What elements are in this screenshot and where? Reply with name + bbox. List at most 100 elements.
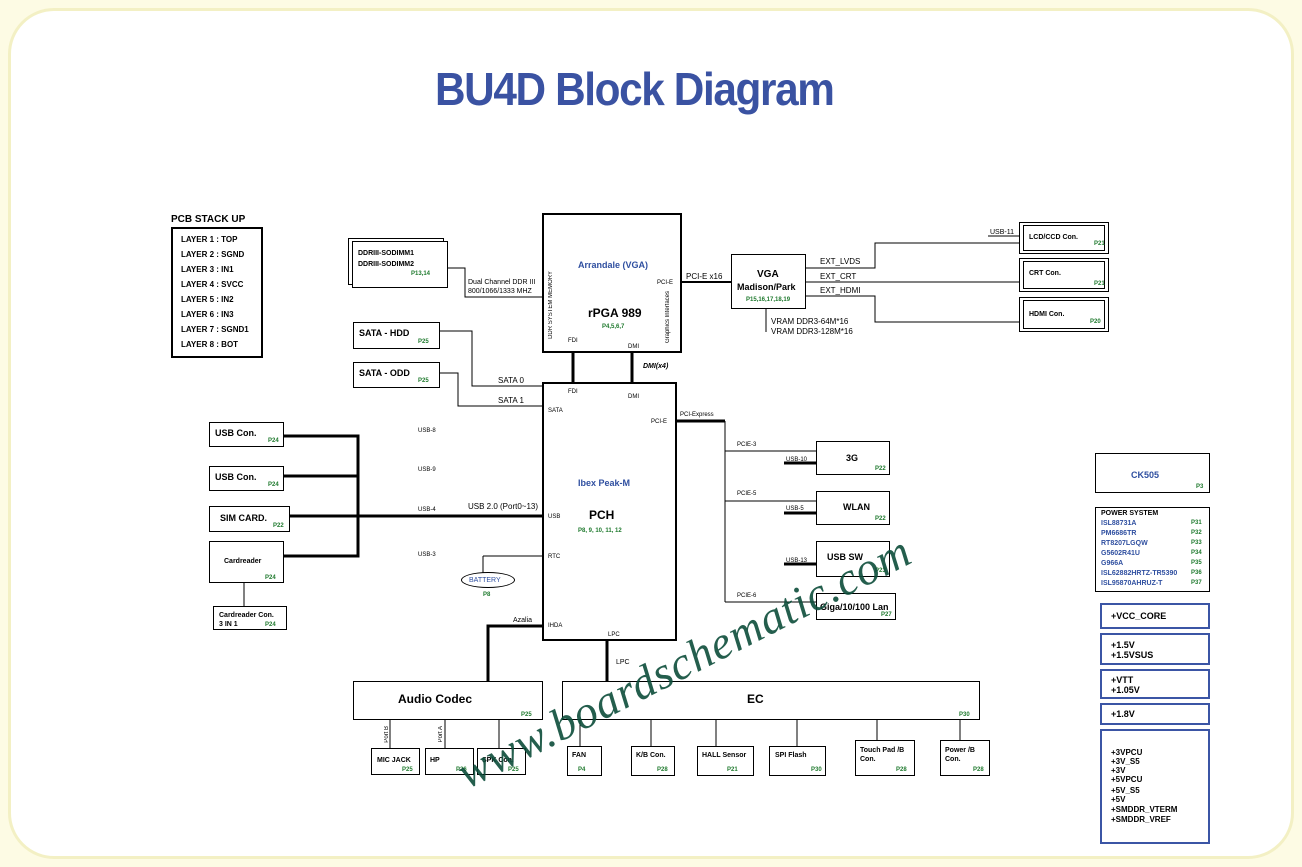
cardreader-box: Cardreader P24: [209, 541, 284, 583]
page-ref: P21: [1094, 281, 1105, 287]
power-chip: G5602R41U: [1101, 550, 1140, 557]
power-system-heading: POWER SYSTEM: [1101, 510, 1159, 517]
page-ref: P25: [521, 712, 532, 718]
crt-label: CRT Con.: [1029, 270, 1061, 277]
pcie-x16-label: PCI-E x16: [686, 272, 723, 281]
pch-sata-pin: SATA: [548, 408, 563, 414]
3g-label: 3G: [846, 453, 859, 463]
rail-label: +3V: [1111, 766, 1126, 775]
cpu-name: Arrandale (VGA): [578, 260, 649, 270]
pch-name: Ibex Peak-M: [578, 478, 631, 488]
layer-item: LAYER 6 : IN3: [181, 310, 234, 319]
page-ref: P25: [418, 339, 429, 345]
kb-con-label: K/B Con.: [636, 752, 666, 759]
page-ref: P37: [1191, 580, 1202, 586]
rail-label: +SMDDR_VREF: [1111, 815, 1171, 824]
pch-pcie-pin: PCI-E: [651, 419, 668, 425]
page-ref: P8: [483, 592, 491, 598]
usb-con-1-label: USB Con.: [215, 428, 257, 438]
ext-hdmi-label: EXT_HDMI: [820, 286, 861, 295]
usb-con-2: USB Con. P24: [209, 466, 284, 491]
page-ref: P21: [727, 767, 738, 773]
layer-item: LAYER 5 : IN2: [181, 295, 234, 304]
spi-flash-box: SPI Flash P30: [769, 746, 826, 776]
sata0-line: [440, 330, 542, 387]
vga-chip: Madison/Park: [737, 282, 796, 292]
pch-label: PCH: [589, 508, 615, 522]
usb4-label: USB-4: [418, 507, 436, 513]
page-ref: P24: [268, 482, 279, 488]
port-a-label: Port A: [438, 726, 444, 743]
ec-label: EC: [747, 692, 764, 706]
spk-con-label: SPK Con.: [482, 757, 514, 764]
mic-jack-label: MIC JACK: [377, 757, 411, 764]
sata1-line: [440, 372, 542, 407]
rail-1v8: +1.8V: [1100, 703, 1210, 725]
lpc-bus-label: LPC: [616, 659, 630, 666]
page-ref: P35: [1191, 560, 1202, 566]
usb8-label: USB-8: [418, 428, 436, 434]
page-ref: P32: [1191, 530, 1202, 536]
page-ref: P28: [896, 767, 907, 773]
usb-con-1: USB Con. P24: [209, 422, 284, 447]
page-ref: P8, 9, 10, 11, 12: [578, 528, 622, 534]
ddr-bus-label: Dual Channel DDR III: [468, 279, 536, 286]
layer-item: LAYER 8 : BOT: [181, 340, 239, 349]
cardreader-con-type: 3 IN 1: [219, 621, 238, 628]
battery-label: BATTERY: [469, 577, 501, 584]
cardreader-con-box: Cardreader Con. 3 IN 1 P24: [213, 606, 287, 630]
sim-card-label: SIM CARD.: [220, 513, 267, 523]
power-chip: RT8207LGQW: [1101, 540, 1148, 547]
power-chip: G966A: [1101, 560, 1124, 567]
page-ref: P28: [973, 767, 984, 773]
azalia-label: Azalia: [513, 617, 533, 624]
power-board-box: Power /B Con. P28: [940, 740, 990, 776]
power-chip: ISL62882HRTZ-TR5390: [1101, 570, 1178, 577]
vram-label-2: VRAM DDR3-128M*16: [771, 327, 853, 336]
power-chip: ISL95870AHRUZ-T: [1101, 580, 1163, 587]
rail-label: +1.8V: [1111, 709, 1135, 719]
rail-label: +1.05V: [1111, 685, 1140, 695]
layer-item: LAYER 2 : SGND: [181, 250, 245, 259]
pch-usb-pin: USB: [548, 514, 561, 520]
page-ref: P3: [1196, 484, 1204, 490]
pch-fdi-pin: FDI: [568, 389, 578, 395]
pci-express-label: PCI-Express: [680, 412, 714, 418]
ext-crt-label: EXT_CRT: [820, 272, 857, 281]
usb3-label: USB-3: [418, 552, 436, 558]
pcie5-label: PCIE-5: [737, 491, 757, 497]
pcie3-label: PCIE-3: [737, 442, 757, 448]
rail-list: +3VPCU +3V_S5 +3V +5VPCU +5V_S5 +5V +SMD…: [1100, 729, 1210, 844]
usb5-label: USB-5: [786, 506, 804, 512]
rail-label: +5VPCU: [1111, 775, 1143, 784]
page-ref: P22: [875, 466, 886, 472]
cpu-pcie-pin: PCI-E: [657, 280, 674, 286]
usb-bus-trunk: [284, 434, 360, 558]
page-ref: P4: [578, 767, 586, 773]
page-ref: P30: [959, 712, 970, 718]
usb13-label: USB-13: [786, 558, 808, 564]
cpu-gfx-pin: Graphics Interfaces: [665, 291, 671, 344]
vga-block: VGA Madison/Park P15,16,17,18,19: [731, 254, 806, 309]
usb9-label: USB-9: [418, 467, 436, 473]
spi-flash-label: SPI Flash: [775, 752, 807, 759]
spk-con-box: SPK Con. P25: [477, 748, 526, 775]
mic-jack-box: MIC JACK P25: [371, 748, 420, 775]
cardreader-label: Cardreader: [224, 558, 262, 565]
lcd-label: LCD/CCD Con.: [1029, 234, 1078, 241]
page-title: BU4D Block Diagram: [435, 63, 835, 115]
page-ref: P24: [268, 438, 279, 444]
rail-label: +3VPCU: [1111, 748, 1143, 757]
sata1-label: SATA 1: [498, 396, 524, 405]
pcb-stack-box: LAYER 1 : TOP LAYER 2 : SGND LAYER 3 : I…: [171, 227, 263, 358]
wlan-module: WLAN P22: [816, 491, 890, 525]
page-ref: P20: [1090, 319, 1101, 325]
power-board-con-label: Con.: [945, 756, 961, 763]
ddr-speed-label: 800/1066/1333 MHZ: [468, 288, 532, 295]
touchpad-con-label: Con.: [860, 756, 876, 763]
page-ref: P22: [273, 523, 284, 529]
rail-label: +SMDDR_VTERM: [1111, 805, 1178, 814]
ddr-slot1: DDRIII-SODIMM1: [358, 250, 414, 257]
vga-name: VGA: [757, 269, 779, 280]
